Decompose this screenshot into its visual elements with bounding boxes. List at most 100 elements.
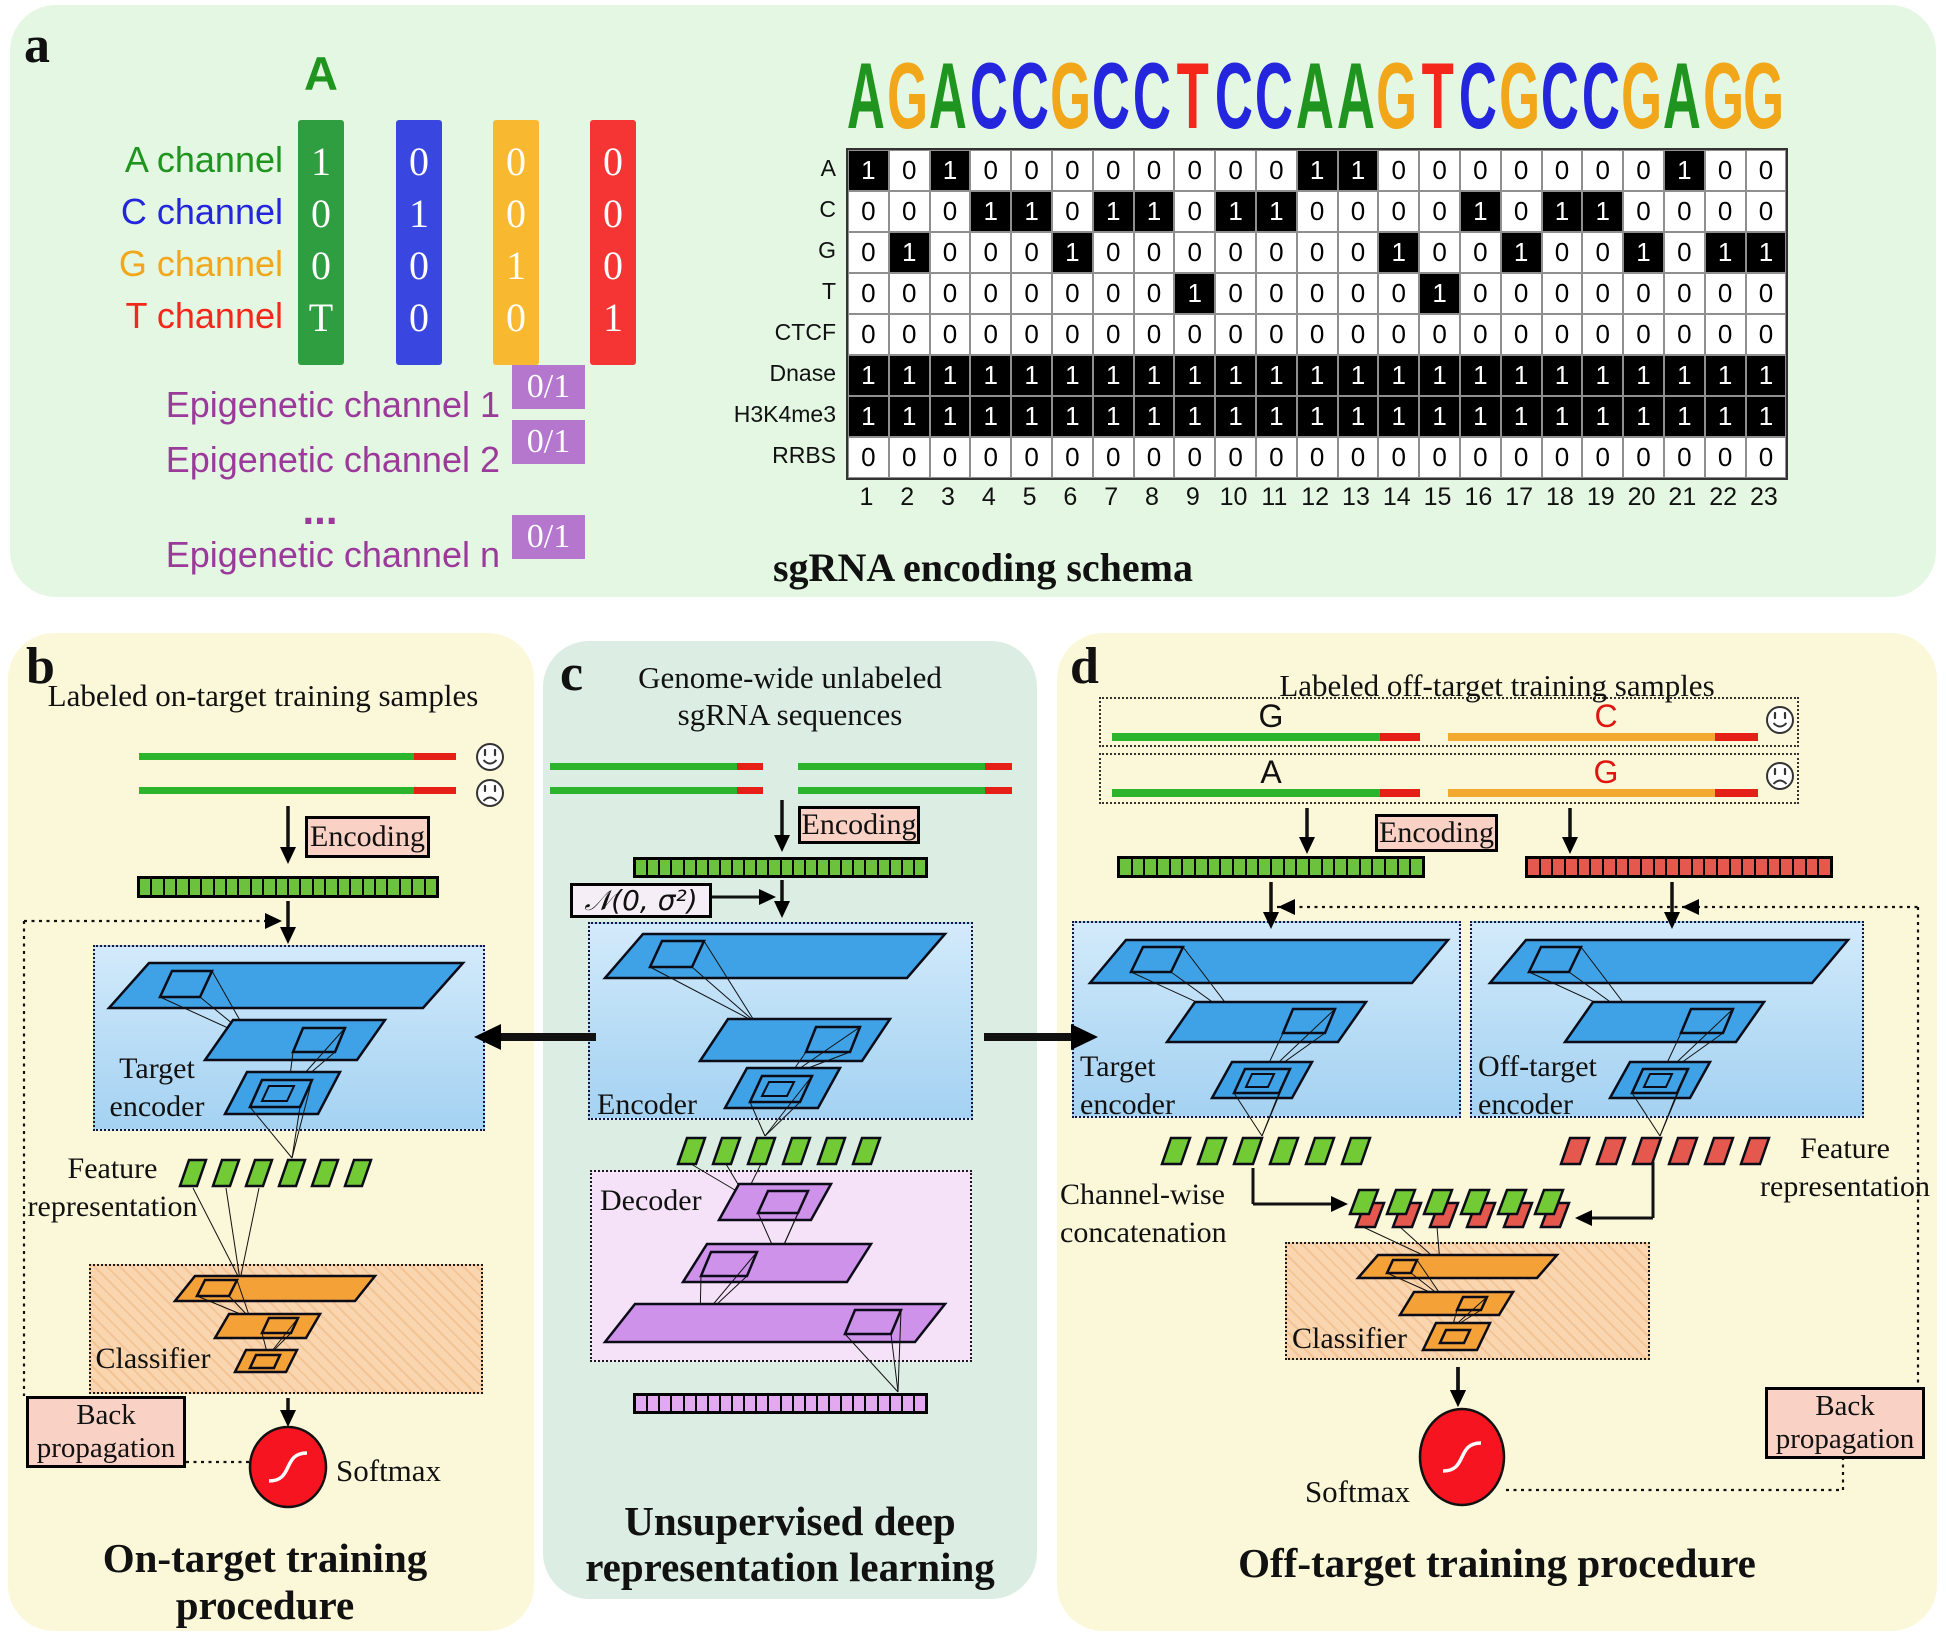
matrix-cell: 0 bbox=[848, 273, 889, 314]
vector-cell bbox=[1566, 859, 1579, 875]
matrix-cell: 1 bbox=[1174, 273, 1216, 314]
softmax-label-b: Softmax bbox=[336, 1453, 442, 1488]
one-hot-digit: 0 bbox=[409, 295, 429, 340]
matrix-cell: 1 bbox=[1174, 355, 1216, 396]
matrix-cell: 0 bbox=[1704, 150, 1746, 191]
matrix-cell: 1 bbox=[1174, 396, 1216, 437]
sequence-letter-cell: G bbox=[1498, 42, 1540, 148]
matrix-cell: 1 bbox=[1378, 396, 1420, 437]
matrix-cell: 0 bbox=[1704, 314, 1746, 355]
vector-cell bbox=[1654, 859, 1668, 875]
strand-pam-segment bbox=[1380, 733, 1420, 741]
matrix-cell: 1 bbox=[1500, 396, 1542, 437]
matrix-column-number: 3 bbox=[941, 482, 955, 511]
backprop-label: Back propagation bbox=[36, 1399, 176, 1464]
matrix-cell: 0 bbox=[1296, 314, 1338, 355]
matrix-cell: 1 bbox=[1051, 396, 1093, 437]
vector-cell bbox=[1604, 859, 1617, 875]
backprop-label: Back propagation bbox=[1775, 1390, 1915, 1455]
vector-cell bbox=[696, 1396, 709, 1411]
matrix-column-number: 23 bbox=[1750, 482, 1778, 511]
vector-cell bbox=[251, 879, 265, 895]
matrix-cell: 0 bbox=[1337, 273, 1379, 314]
one-hot-digit: 1 bbox=[603, 295, 623, 340]
matrix-cell: 1 bbox=[1459, 396, 1501, 437]
matrix-cell: 1 bbox=[1378, 232, 1420, 273]
one-hot-digit: 0 bbox=[603, 139, 623, 184]
matrix-cell: 0 bbox=[1459, 232, 1501, 273]
target-encoder-label-b: Target encoder bbox=[109, 1052, 205, 1123]
sequence-letter: A bbox=[928, 42, 968, 148]
sequence-letter: A bbox=[847, 42, 886, 148]
matrix-cell: 0 bbox=[1215, 150, 1256, 191]
matrix-cell: 1 bbox=[1337, 355, 1379, 396]
strand-orange-segment bbox=[1448, 733, 1715, 741]
panel-a-label: a bbox=[24, 17, 50, 74]
vector-cell bbox=[878, 1396, 891, 1411]
matrix-cell: 0 bbox=[1541, 437, 1583, 478]
matrix-cell: 0 bbox=[929, 314, 971, 355]
vector-cell bbox=[708, 860, 721, 875]
sequence-letter: G bbox=[1498, 42, 1540, 148]
vector-cell bbox=[1297, 859, 1311, 875]
mismatch-letter-target: A bbox=[1260, 754, 1282, 790]
matrix-column-number: 10 bbox=[1219, 482, 1248, 511]
vector-cell bbox=[1373, 859, 1387, 875]
sequence-letter-cell: G bbox=[1050, 48, 1091, 142]
panel-c-procedure-title-line1: Unsupervised deep bbox=[624, 1498, 956, 1544]
matrix-cell: 0 bbox=[1704, 191, 1746, 232]
vector-cell bbox=[1642, 859, 1655, 875]
matrix-cell: 0 bbox=[1051, 150, 1093, 191]
matrix-cell: 0 bbox=[1051, 314, 1093, 355]
vector-cell bbox=[1132, 859, 1146, 875]
matrix-cell: 0 bbox=[888, 150, 930, 191]
matrix-cell: 0 bbox=[1337, 232, 1379, 273]
vector-cell bbox=[152, 879, 165, 895]
panel-b-label: b bbox=[26, 638, 55, 695]
matrix-cell: 1 bbox=[1296, 150, 1338, 191]
epigenetic-value-box: 0/1 bbox=[512, 515, 585, 559]
epigenetic-value-box: 0/1 bbox=[512, 365, 585, 409]
one-hot-digit: 0 bbox=[506, 295, 526, 340]
matrix-cell: 0 bbox=[1745, 437, 1787, 478]
matrix-cell: 1 bbox=[1459, 191, 1501, 232]
vector-cell bbox=[1398, 859, 1412, 875]
matrix-cell: 0 bbox=[1623, 437, 1664, 478]
sequence-letter: T bbox=[1176, 42, 1209, 148]
matrix-cell: 1 bbox=[1419, 273, 1460, 314]
matrix-cell: 0 bbox=[1378, 314, 1420, 355]
vector-cell bbox=[842, 860, 855, 875]
vector-cell bbox=[1794, 859, 1807, 875]
matrix-cell: 0 bbox=[1174, 314, 1216, 355]
sequence-letter: C bbox=[1132, 42, 1171, 148]
matrix-cell: 0 bbox=[888, 314, 930, 355]
matrix-cell: 1 bbox=[970, 355, 1012, 396]
matrix-cell: 0 bbox=[970, 273, 1012, 314]
strand-orange-segment bbox=[1448, 789, 1715, 797]
encoding-label: Encoding bbox=[310, 820, 425, 853]
matrix-cell: 0 bbox=[1582, 150, 1624, 191]
vector-cell bbox=[1411, 859, 1423, 875]
vector-cell bbox=[1234, 859, 1247, 875]
vector-cell bbox=[769, 1396, 782, 1411]
vector-cell bbox=[189, 879, 203, 895]
target-encoder-label-d: Target encoder bbox=[1080, 1050, 1175, 1121]
one-hot-digit: 0 bbox=[506, 139, 526, 184]
on-target-sample-strand bbox=[139, 787, 456, 794]
vector-cell bbox=[914, 1396, 925, 1411]
matrix-cell: 0 bbox=[970, 150, 1012, 191]
vector-cell bbox=[1730, 859, 1744, 875]
matrix-cell: 1 bbox=[1215, 396, 1256, 437]
unlabeled-strand bbox=[550, 763, 763, 770]
matrix-cell: 0 bbox=[1663, 232, 1705, 273]
sequence-letter: G bbox=[886, 42, 928, 148]
matrix-cell: 1 bbox=[1051, 355, 1093, 396]
matrix-cell: 0 bbox=[1419, 314, 1460, 355]
classifier-label-b: Classifier bbox=[95, 1342, 211, 1375]
vector-cell bbox=[1718, 859, 1731, 875]
matrix-cell: 1 bbox=[970, 396, 1012, 437]
vector-cell bbox=[388, 879, 401, 895]
offtarget-strand bbox=[1448, 789, 1758, 797]
